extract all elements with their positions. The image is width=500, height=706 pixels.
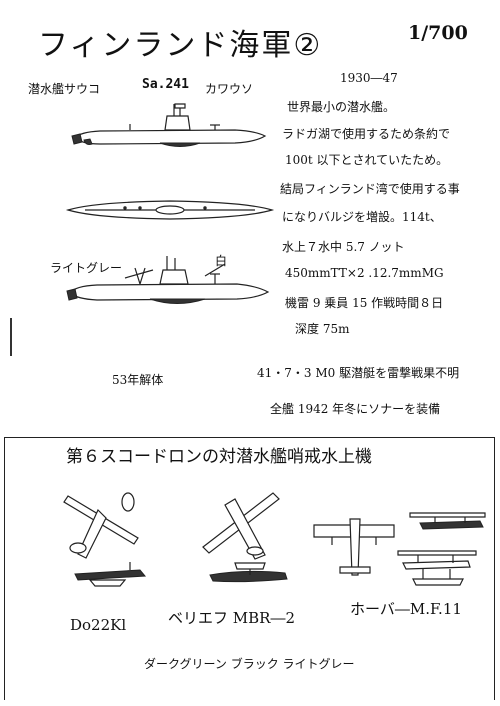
mf11-side-view-1 xyxy=(409,512,486,530)
aircraft-section xyxy=(4,437,495,700)
plane-name-do22: Do22Kl xyxy=(70,616,127,634)
color-label: ライトグレー xyxy=(50,261,123,275)
note-line-6: 水上７水中 5.7 ノット xyxy=(282,240,405,254)
plane-name-mf11: ホーバ―M.F.11 xyxy=(350,600,462,618)
note-line-8: 機雷 9 乗員 15 作戦時間８日 xyxy=(285,296,444,310)
mf11-side-view-2 xyxy=(397,550,477,586)
mf11-top-view xyxy=(313,518,395,576)
disposal-note: 53年解体 xyxy=(112,373,164,387)
submarine-top-view xyxy=(65,200,275,220)
years: 1930―47 xyxy=(340,71,398,85)
mbr2-side-view xyxy=(209,562,288,583)
do22-side-view xyxy=(74,562,147,587)
section-title: 第６スコードロンの対潜水艦哨戒水上機 xyxy=(66,447,372,467)
submarine-side-view xyxy=(71,103,267,147)
page-title: フィンランド海軍② xyxy=(38,28,323,63)
mbr2-top-view xyxy=(202,492,280,560)
plane-name-mbr2: ベリエフ MBR―2 xyxy=(168,609,295,627)
do22-top-view xyxy=(63,492,139,559)
event-note: 41・7・3 M0 駆潜艇を雷撃戦果不明 xyxy=(257,366,460,380)
scan-mark xyxy=(10,318,12,356)
submarine-name: 潜水艦サウコ xyxy=(28,82,101,96)
submarine-code: Sa.241 xyxy=(142,77,189,92)
note-line-9: 深度 75m xyxy=(295,322,350,336)
note-line-7: 450mmTT×2 .12.7mmMG xyxy=(285,266,444,280)
submarine-side-view-2 xyxy=(66,256,270,304)
submarine-nickname: カワウソ xyxy=(205,82,254,96)
note-line-4: 結局フィンランド湾で使用する事 xyxy=(280,182,460,196)
aircraft-colors: ダークグリーン ブラック ライトグレー xyxy=(144,657,355,671)
note-line-1: 世界最小の潜水艦。 xyxy=(287,100,396,114)
note-line-5: になりバルジを増設。114t、 xyxy=(282,210,442,224)
sonar-note: 全艦 1942 年冬にソナーを装備 xyxy=(270,402,441,416)
note-line-2: ラドガ湖で使用するため条約で xyxy=(282,127,451,141)
scale-label: 1/700 xyxy=(408,22,468,44)
note-line-3: 100t 以下とされていたため。 xyxy=(285,153,449,167)
